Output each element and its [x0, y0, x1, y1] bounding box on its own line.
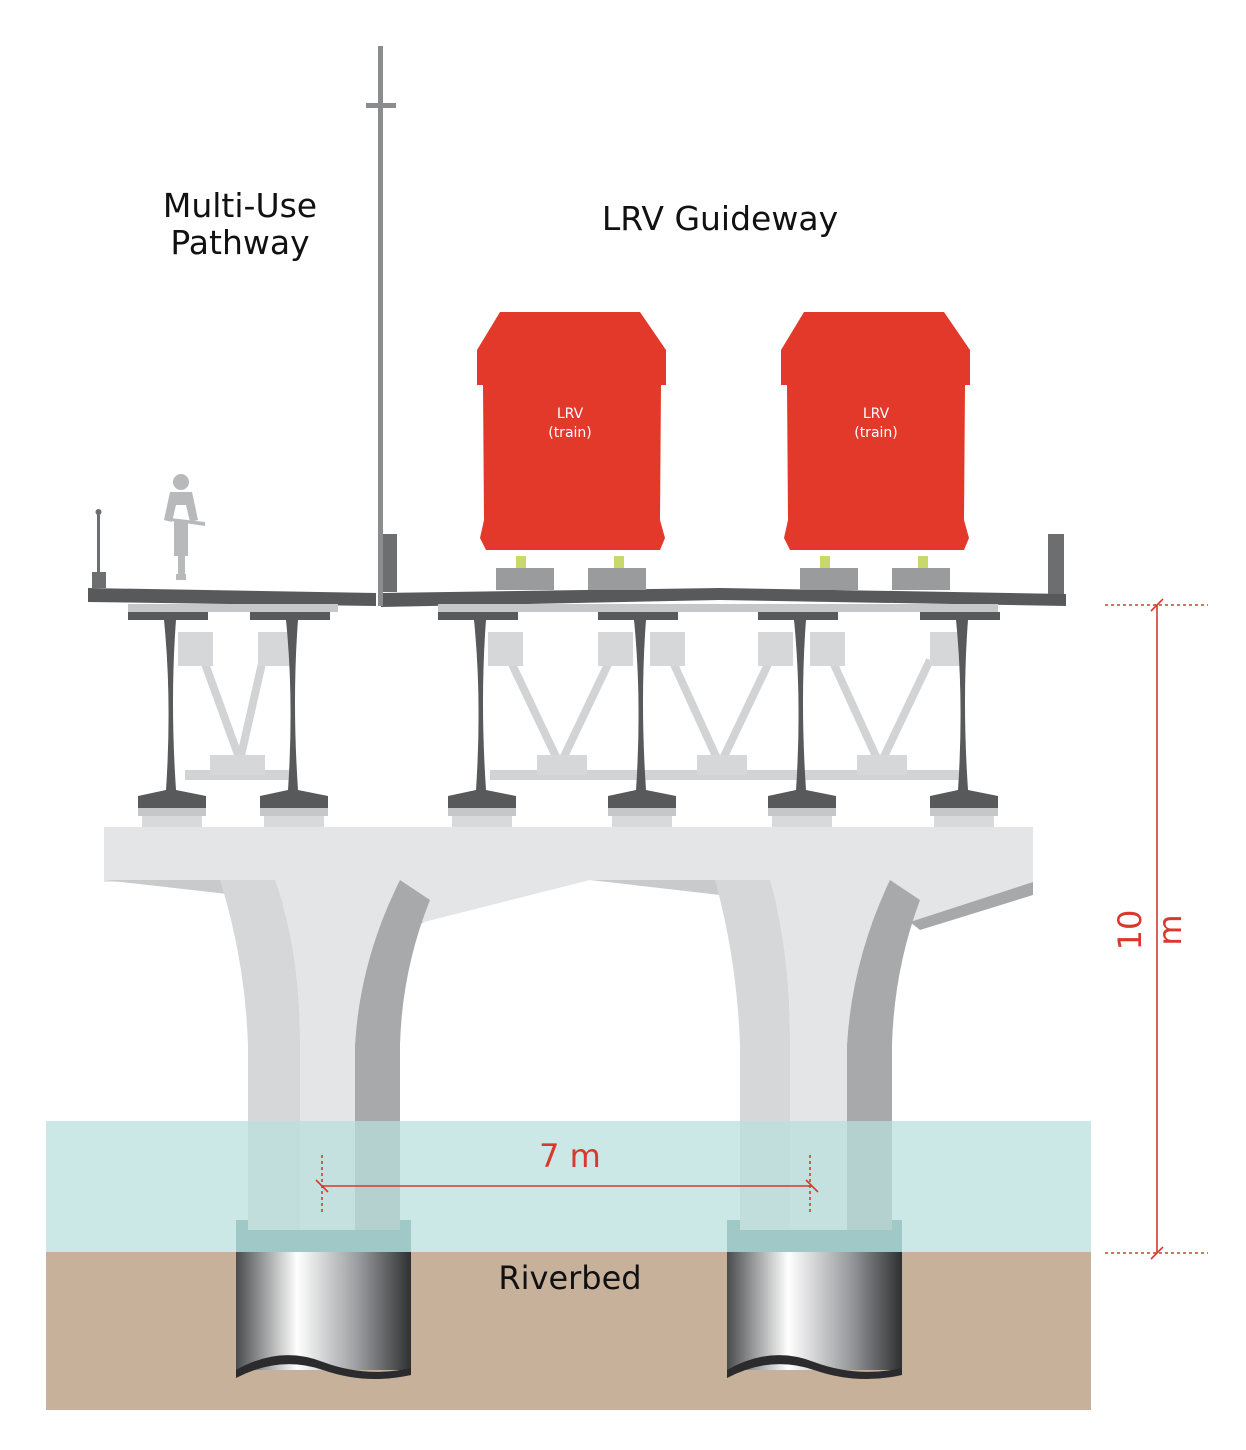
span-dimension-label: 7 m	[539, 1137, 601, 1175]
label-riverbed: Riverbed	[498, 1259, 642, 1297]
label-lrv-guideway: LRV Guideway	[601, 199, 839, 238]
train-1-label: LRV	[556, 406, 584, 422]
bearing-pads	[128, 604, 998, 827]
train-1-sublabel: (train)	[548, 425, 592, 441]
deck-slab	[88, 509, 1066, 607]
steel-girders	[128, 612, 1000, 808]
train-2-label: LRV	[862, 406, 890, 422]
train-2-sublabel: (train)	[854, 425, 898, 441]
dimension-span	[315, 1155, 819, 1215]
light-pole	[366, 46, 396, 606]
bracing-plates	[178, 632, 965, 775]
height-dimension-label: 10 m	[1111, 909, 1189, 951]
dimension-height	[1105, 598, 1208, 1260]
cyclist-icon	[164, 474, 205, 580]
riverbed	[46, 1252, 1091, 1410]
lrv-train-1	[477, 312, 666, 590]
lrv-train-2	[781, 312, 970, 590]
label-multi-use: Multi-Use	[162, 186, 318, 225]
label-pathway: Pathway	[170, 223, 310, 262]
